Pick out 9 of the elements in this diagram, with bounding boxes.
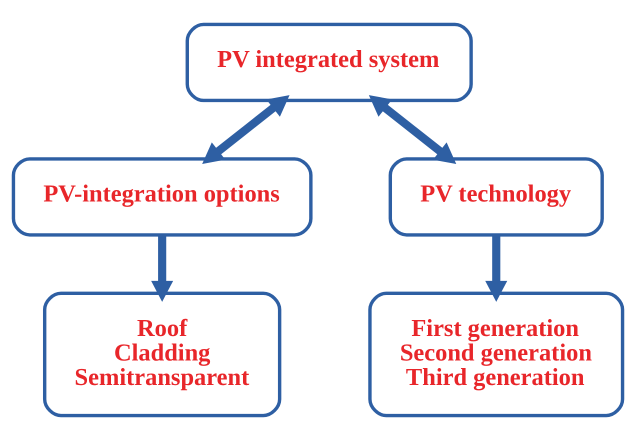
node-box: PV-integration options (12, 157, 313, 237)
node-box: Roof Cladding Semitransparent (42, 292, 282, 418)
arrow (368, 95, 456, 164)
arrow (485, 234, 508, 302)
arrow (151, 234, 174, 302)
arrow (202, 95, 290, 164)
node-box: First generation Second generation Third generation (368, 292, 624, 418)
node-box: PV integrated system (186, 22, 473, 102)
node-box: PV technology (388, 157, 604, 237)
